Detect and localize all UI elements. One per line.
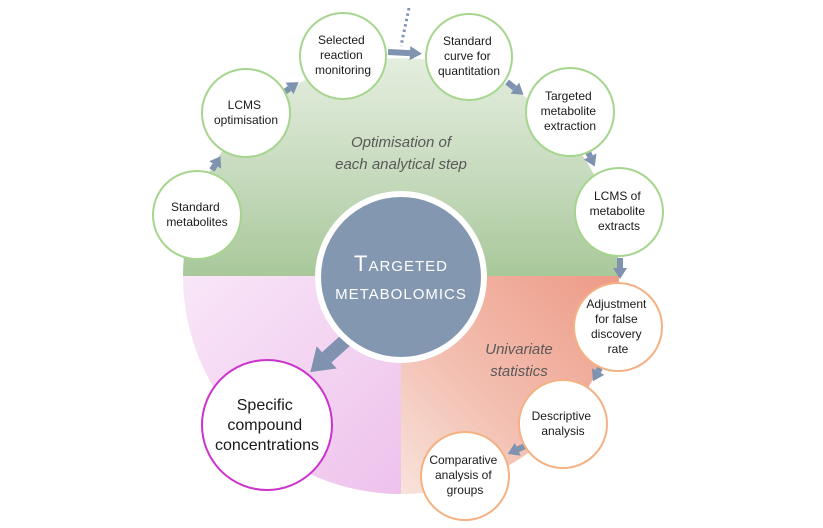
node-line: optimisation	[214, 113, 278, 127]
node-line: LCMS of	[594, 189, 641, 203]
optimisation-label-line2: each analytical step	[335, 156, 467, 173]
center-circle: Targeted metabolomics	[315, 191, 487, 363]
node-specific-concentrations: Specific compound concentrations	[201, 359, 333, 491]
svg-text:Specific compound: Specific compound concentrations	[215, 397, 319, 454]
node-line: Selected	[318, 33, 365, 47]
node-line: Descriptive	[532, 409, 592, 423]
optimisation-label-line1: Optimisation of	[351, 134, 453, 151]
node-line: metabolites	[166, 215, 227, 229]
node-line: metabolite	[590, 204, 646, 218]
node-line: extracts	[598, 219, 640, 233]
node-line: LCMS	[228, 98, 261, 112]
arrow-center-to-results	[310, 334, 351, 373]
optimisation-region	[183, 58, 619, 276]
node-line: Adjustment	[586, 297, 647, 311]
node-line: for false	[595, 312, 638, 326]
arrow-standard-to-lcms	[209, 156, 222, 172]
univariate-label-line2: statistics	[490, 363, 548, 380]
node-line: Comparative	[429, 453, 497, 467]
node-standard-curve: Standard curve for quantitation	[425, 13, 513, 101]
svg-text:Selected reaction: Selected reaction monitoring	[315, 33, 371, 77]
node-line: analysis	[541, 424, 584, 438]
node-line: Standard	[171, 200, 220, 214]
node-line: quantitation	[438, 64, 500, 78]
svg-text:statistics: statistics	[490, 363, 548, 380]
arrow-srm-to-curve	[387, 46, 422, 61]
node-line: monitoring	[315, 63, 371, 77]
svg-text:LCMS optimisation: LCMS optimisation	[214, 98, 278, 127]
node-false-discovery: Adjustment for false discovery rate	[573, 282, 663, 372]
node-line: discovery	[591, 327, 642, 341]
node-lcms-extracts: LCMS of metabolite extracts	[574, 167, 664, 257]
svg-text:Standard metabolites: Standard metabolites	[166, 200, 227, 229]
svg-text:each analytical step: each analytical step	[335, 156, 467, 173]
node-line: analysis of	[435, 468, 492, 482]
node-standard-metabolites: Standard metabolites	[152, 170, 242, 260]
node-lcms-optimisation: LCMS optimisation	[201, 68, 291, 158]
node-comparative-analysis: Comparative analysis of groups	[420, 431, 510, 521]
node-line: compound	[227, 417, 302, 434]
svg-text:Comparative analysis of: Comparative analysis of groups	[429, 453, 500, 497]
center-title-line2: metabolomics	[335, 279, 467, 304]
node-selected-reaction-monitoring: Selected reaction monitoring	[299, 12, 387, 100]
svg-text:Descriptive analysis: Descriptive analysis	[532, 409, 595, 438]
node-line: metabolite	[541, 104, 597, 118]
center-title-line1: Targeted	[354, 251, 448, 276]
entry-dotted-line	[399, 7, 411, 47]
svg-text:Univariate: Univariate	[485, 341, 553, 358]
node-line: rate	[608, 342, 629, 356]
node-line: curve for	[444, 49, 491, 63]
node-line: Targeted	[545, 89, 592, 103]
univariate-label-line1: Univariate	[485, 341, 553, 358]
svg-text:LCMS of metabolite: LCMS of metabolite extracts	[590, 189, 649, 233]
svg-text:Adjustment for false: Adjustment for false discovery rate	[586, 297, 649, 356]
flow-arrows	[209, 46, 627, 456]
node-line: extraction	[544, 119, 596, 133]
svg-text:Optimisation of: Optimisation of	[351, 134, 453, 151]
node-targeted-extraction: Targeted metabolite extraction	[525, 67, 615, 157]
node-line: groups	[447, 483, 484, 497]
node-line: reaction	[320, 48, 363, 62]
svg-text:Targeted metabolite: Targeted metabolite extraction	[541, 89, 600, 133]
node-descriptive-analysis: Descriptive analysis	[518, 379, 608, 469]
arrow-lcms-extracts-to-fdr	[613, 258, 627, 279]
arrow-fdr-to-descriptive	[591, 366, 605, 382]
node-line: Specific	[237, 397, 293, 414]
arrow-curve-to-extraction	[505, 79, 524, 95]
node-line: concentrations	[215, 437, 319, 454]
node-line: Standard	[443, 34, 492, 48]
svg-text:Standard curve for: Standard curve for quantitation	[438, 34, 500, 78]
